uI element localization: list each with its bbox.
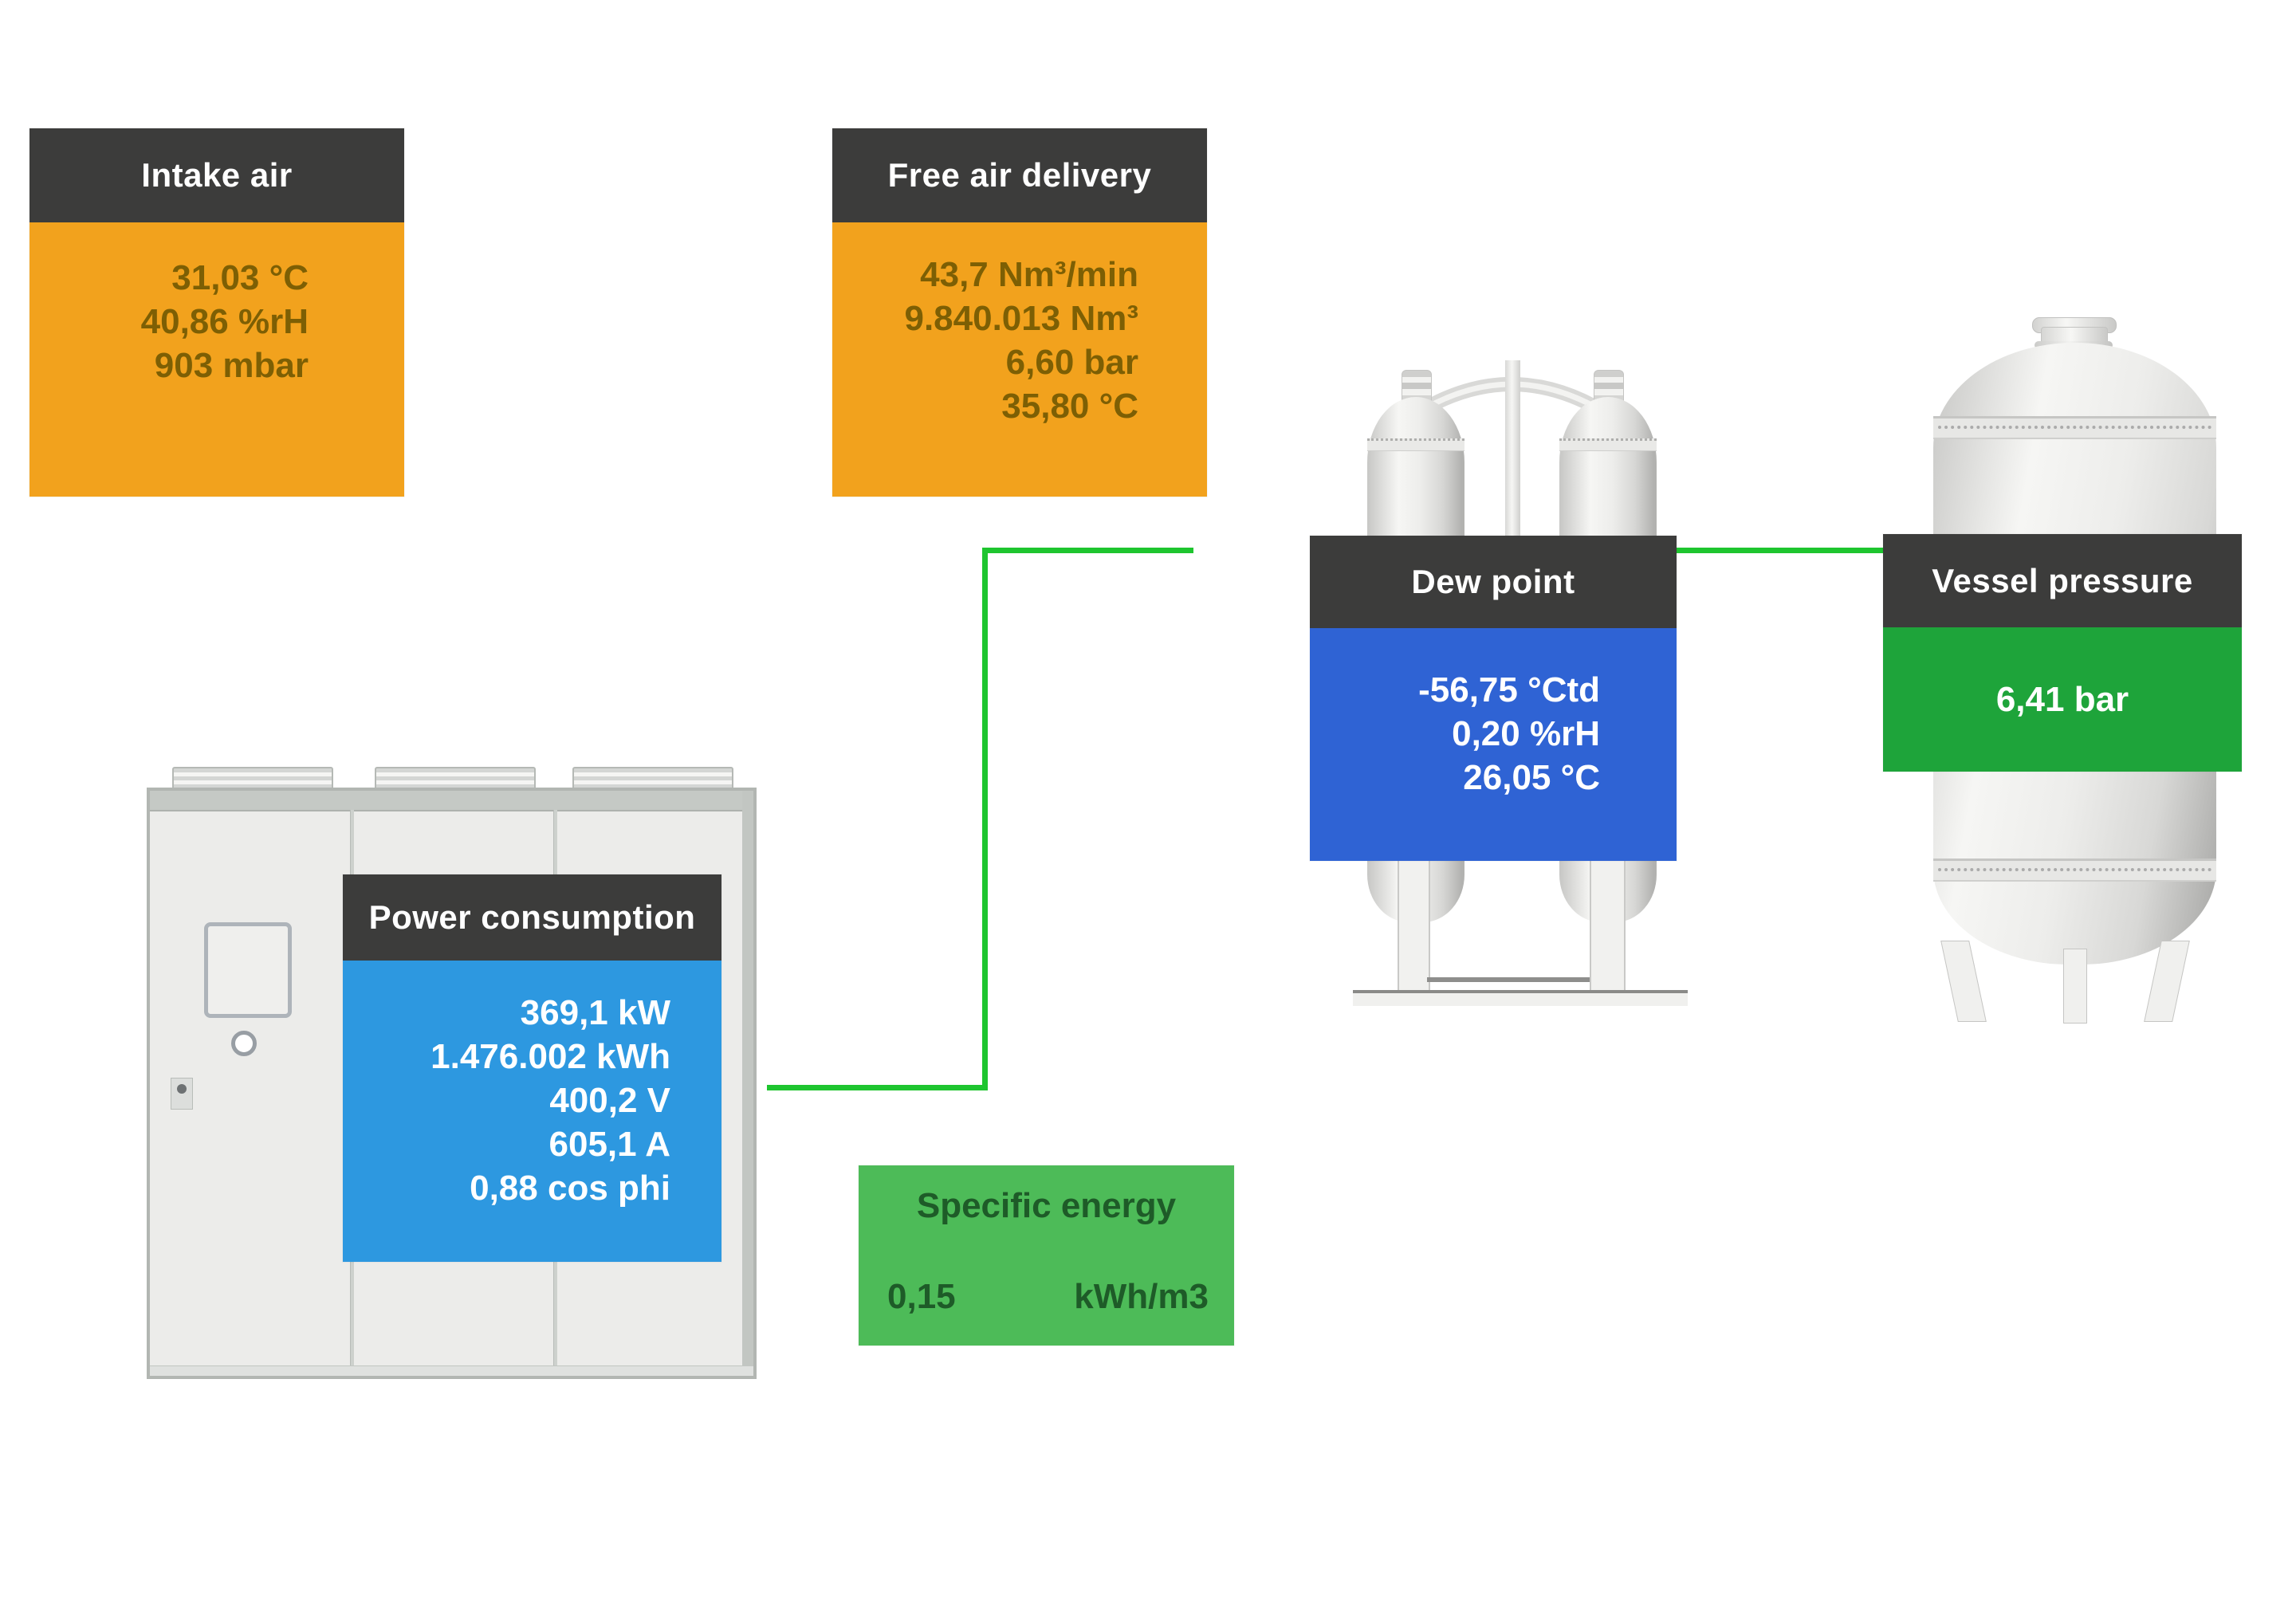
dew-point-values: -56,75 °Ctd 0,20 %rH 26,05 °C <box>1310 628 1677 861</box>
dryer-vessel-seam <box>1559 438 1657 451</box>
tank-left-leg <box>1940 941 1987 1022</box>
vessel-pressure-title: Vessel pressure <box>1883 534 2242 627</box>
connector-riser <box>982 548 988 1090</box>
dryer-right-leg <box>1590 861 1626 990</box>
connector-riser-to-dryer <box>982 548 1193 553</box>
dryer-cross-bar <box>1427 977 1590 982</box>
dew-point-panel: Dew point -56,75 °Ctd 0,20 %rH 26,05 °C <box>1310 536 1677 861</box>
dryer-vessel-seam <box>1367 438 1464 451</box>
connector-compressor-to-riser <box>767 1085 987 1090</box>
panel-value: 6,41 bar <box>1995 680 2129 719</box>
intake-air-title: Intake air <box>29 128 404 222</box>
panel-value: 903 mbar <box>154 346 309 385</box>
free-air-delivery-values: 43,7 Nm³/min 9.840.013 Nm³ 6,60 bar 35,80 °… <box>832 222 1207 497</box>
panel-value: -56,75 °Ctd <box>1418 670 1600 709</box>
panel-value: 400,2 V <box>549 1081 670 1120</box>
panel-value: 40,86 %rH <box>140 302 309 341</box>
dryer-center-pipe <box>1505 360 1520 537</box>
specific-energy-value: 0,15 <box>887 1277 956 1316</box>
compressor-door-handle <box>231 1031 257 1056</box>
tank-lower-seam <box>1933 859 2216 882</box>
tank-right-leg <box>2144 941 2190 1022</box>
compressor-latch <box>171 1078 193 1110</box>
free-air-delivery-title: Free air delivery <box>832 128 1207 222</box>
panel-value: 0,20 %rH <box>1452 714 1600 753</box>
intake-air-values: 31,03 °C 40,86 %rH 903 mbar <box>29 222 404 497</box>
power-consumption-values: 369,1 kW 1.476.002 kWh 400,2 V 605,1 A 0,88 … <box>343 961 721 1262</box>
compressor-top-rail <box>150 791 753 811</box>
panel-value: 26,05 °C <box>1463 758 1600 797</box>
compressor-display-screen <box>204 922 292 1018</box>
panel-value: 369,1 kW <box>520 993 670 1032</box>
vessel-pressure-values: 6,41 bar <box>1883 627 2242 772</box>
panel-value: 1.476.002 kWh <box>431 1037 670 1076</box>
specific-energy-title: Specific energy <box>916 1186 1177 1225</box>
compressor-side-edge <box>742 791 753 1376</box>
panel-value: 31,03 °C <box>171 258 309 297</box>
power-consumption-title: Power consumption <box>343 874 721 961</box>
tank-upper-seam <box>1933 416 2216 439</box>
compressor-bottom-rail <box>150 1365 753 1376</box>
specific-energy-unit: kWh/m3 <box>1074 1277 1209 1316</box>
intake-air-panel: Intake air 31,03 °C 40,86 %rH 903 mbar <box>29 128 404 497</box>
connector-dryer-to-vessel <box>1677 548 1883 553</box>
specific-energy-panel: Specific energy 0,15 kWh/m3 <box>859 1165 1234 1346</box>
panel-value: 9.840.013 Nm³ <box>904 299 1138 338</box>
panel-value: 43,7 Nm³/min <box>920 255 1138 294</box>
dryer-left-leg <box>1398 861 1430 990</box>
vessel-pressure-panel: Vessel pressure 6,41 bar <box>1883 534 2242 772</box>
dew-point-title: Dew point <box>1310 536 1677 628</box>
dryer-base-frame <box>1353 990 1688 1006</box>
panel-value: 605,1 A <box>548 1125 670 1164</box>
tank-center-leg <box>2063 949 2087 1024</box>
panel-value: 6,60 bar <box>1005 343 1138 382</box>
power-consumption-panel: Power consumption 369,1 kW 1.476.002 kWh 4… <box>343 874 721 1262</box>
free-air-delivery-panel: Free air delivery 43,7 Nm³/min 9.840.013 … <box>832 128 1207 497</box>
panel-value: 35,80 °C <box>1001 387 1138 426</box>
specific-energy-row: 0,15 kWh/m3 <box>887 1277 1209 1317</box>
panel-value: 0,88 cos phi <box>470 1169 670 1208</box>
